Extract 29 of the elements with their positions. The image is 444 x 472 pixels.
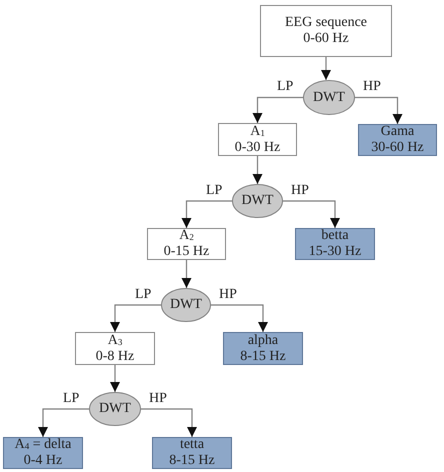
edge-label: HP: [291, 183, 309, 199]
dwt-ellipse: DWT: [89, 392, 141, 426]
arrow: [252, 156, 262, 184]
arrow: [355, 96, 402, 124]
process-box: EEG sequence 0-60 Hz: [260, 5, 392, 57]
arrow: [283, 200, 340, 228]
arrow: [182, 260, 192, 288]
dwt-ellipse: DWT: [232, 184, 283, 218]
edge-label: HP: [363, 79, 381, 95]
arrow: [110, 365, 120, 392]
dwt-ellipse: DWT: [303, 80, 355, 115]
edge-label: LP: [63, 391, 80, 407]
band-box: alpha 8-15 Hz: [223, 332, 303, 365]
arrow: [141, 408, 197, 437]
dwt-ellipse: DWT: [161, 288, 211, 322]
arrow: [211, 304, 268, 332]
edge-label: HP: [219, 287, 237, 303]
arrow: [38, 408, 89, 437]
edge-label: LP: [135, 287, 152, 303]
band-box: betta 15-30 Hz: [295, 228, 375, 260]
arrow: [110, 304, 161, 332]
arrow: [182, 200, 232, 228]
edge-label: LP: [277, 79, 294, 95]
edge-label: HP: [149, 391, 167, 407]
band-box: tetta 8-15 Hz: [152, 437, 232, 469]
edge-label: LP: [206, 183, 222, 199]
band-box: Gama 30-60 Hz: [358, 124, 437, 156]
arrow: [321, 57, 331, 80]
arrow: [252, 96, 303, 123]
